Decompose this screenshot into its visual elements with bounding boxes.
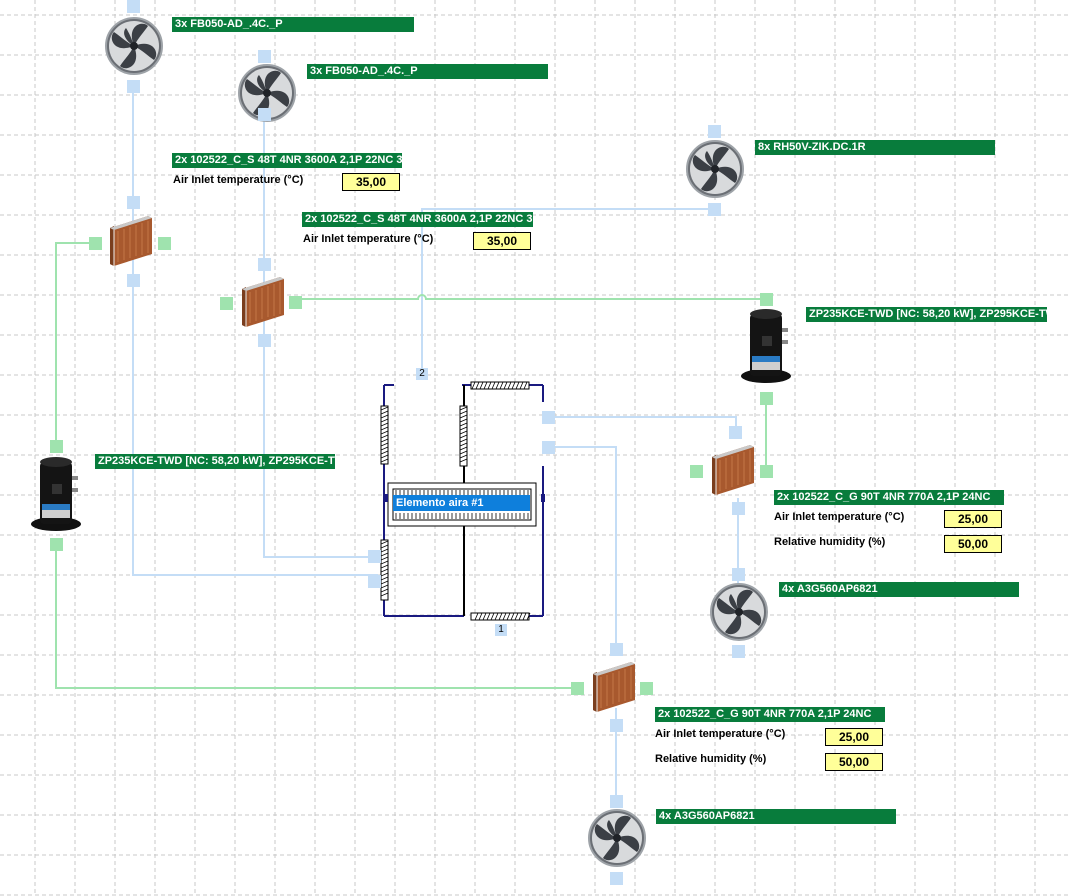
refrigerant-line <box>55 545 578 689</box>
ahu-air-outlet-port[interactable] <box>542 441 555 454</box>
coil-2-air-outlet-port[interactable] <box>258 334 271 347</box>
axial-fan-icon[interactable] <box>709 582 769 642</box>
coil-3-refrigerant-out-port[interactable] <box>760 465 773 478</box>
coil-2-label[interactable]: 2x 102522_C_S 48T 4NR 3600A 2,1P 22NC 30 <box>302 212 533 227</box>
air-line <box>548 416 737 432</box>
comp-2-suction-port[interactable] <box>760 293 773 306</box>
fan-1-outlet-port[interactable] <box>127 80 140 93</box>
ahu-air-inlet-port[interactable] <box>368 550 381 563</box>
coil-4-refrigerant-out-port[interactable] <box>640 682 653 695</box>
fan-3-label[interactable]: 8x RH50V-ZIK.DC.1R <box>755 140 995 155</box>
fan-4-label[interactable]: 4x A3G560AP6821 <box>779 582 1019 597</box>
ahu-port-2[interactable]: 2 <box>416 368 428 380</box>
fan-5-inlet-port[interactable] <box>610 795 623 808</box>
coil-3-prop-name: Air Inlet temperature (°C) <box>774 511 905 523</box>
coil-1-air-inlet-port[interactable] <box>127 196 140 209</box>
fan-1-inlet-port[interactable] <box>127 0 140 13</box>
fan-3-outlet-port[interactable] <box>708 203 721 216</box>
ahu-port-1[interactable]: 1 <box>495 624 507 636</box>
coil-2-prop-name: Air Inlet temperature (°C) <box>303 233 434 245</box>
coil-3-label[interactable]: 2x 102522_C_G 90T 4NR 770A 2,1P 24NC <box>774 490 1004 505</box>
coil-1-air-outlet-port[interactable] <box>127 274 140 287</box>
coil-2-air-inlet-port[interactable] <box>258 258 271 271</box>
axial-fan-icon[interactable] <box>587 808 647 868</box>
coil-2-refrigerant-out-port[interactable] <box>289 296 302 309</box>
fan-2-outlet-port[interactable] <box>258 108 271 121</box>
air-line <box>548 446 617 648</box>
refrigerant-line <box>55 242 94 446</box>
air-line <box>421 208 714 374</box>
fan-2-inlet-port[interactable] <box>258 50 271 63</box>
heat-exchanger-coil-icon[interactable] <box>587 660 639 714</box>
coil-4-prop-name: Relative humidity (%) <box>655 753 767 765</box>
heat-exchanger-coil-icon[interactable] <box>706 443 758 497</box>
fan-5-outlet-port[interactable] <box>610 872 623 885</box>
coil-3-air-inlet-port[interactable] <box>729 426 742 439</box>
fan-4-outlet-port[interactable] <box>732 645 745 658</box>
coil-4-refrigerant-in-port[interactable] <box>571 682 584 695</box>
comp-1-suction-port[interactable] <box>50 440 63 453</box>
coil-2-air-inlet-temp-field[interactable]: 35,00 <box>473 232 531 250</box>
coil-2-refrigerant-in-port[interactable] <box>220 297 233 310</box>
coil-4-air-inlet-temp-field[interactable]: 25,00 <box>825 728 883 746</box>
coil-3-air-inlet-temp-field[interactable]: 25,00 <box>944 510 1002 528</box>
ahu-element-title[interactable]: Elemento aira #1 <box>393 495 530 511</box>
comp-1-discharge-port[interactable] <box>50 538 63 551</box>
fan-4-inlet-port[interactable] <box>732 568 745 581</box>
comp-2-label[interactable]: ZP235KCE-TWD [NC: 58,20 kW], ZP295KCE-TW <box>806 307 1047 322</box>
scroll-compressor-icon[interactable] <box>738 306 794 386</box>
heat-exchanger-coil-icon[interactable] <box>236 275 288 329</box>
coil-4-prop-name: Air Inlet temperature (°C) <box>655 728 786 740</box>
coil-3-humidity-field[interactable]: 50,00 <box>944 535 1002 553</box>
fan-2-label[interactable]: 3x FB050-AD_.4C._P <box>307 64 548 79</box>
refrigerant-line <box>296 294 766 300</box>
fan-5-label[interactable]: 4x A3G560AP6821 <box>656 809 896 824</box>
comp-2-discharge-port[interactable] <box>760 392 773 405</box>
axial-fan-icon[interactable] <box>685 139 745 199</box>
coil-3-prop-name: Relative humidity (%) <box>774 536 886 548</box>
coil-1-refrigerant-in-port[interactable] <box>89 237 102 250</box>
coil-1-prop-name: Air Inlet temperature (°C) <box>173 174 304 186</box>
coil-4-air-outlet-port[interactable] <box>610 719 623 732</box>
coil-3-air-outlet-port[interactable] <box>732 502 745 515</box>
scroll-compressor-icon[interactable] <box>28 454 84 534</box>
fan-1-label[interactable]: 3x FB050-AD_.4C._P <box>172 17 414 32</box>
ahu-air-outlet-port[interactable] <box>542 411 555 424</box>
heat-exchanger-coil-icon[interactable] <box>104 214 156 268</box>
ahu-air-inlet-port[interactable] <box>368 575 381 588</box>
coil-4-label[interactable]: 2x 102522_C_G 90T 4NR 770A 2,1P 24NC <box>655 707 885 722</box>
coil-3-refrigerant-in-port[interactable] <box>690 465 703 478</box>
fan-3-inlet-port[interactable] <box>708 125 721 138</box>
coil-1-label[interactable]: 2x 102522_C_S 48T 4NR 3600A 2,1P 22NC 30 <box>172 153 402 168</box>
comp-1-label[interactable]: ZP235KCE-TWD [NC: 58,20 kW], ZP295KCE-TW <box>95 454 335 469</box>
axial-fan-icon[interactable] <box>104 16 164 76</box>
coil-4-humidity-field[interactable]: 50,00 <box>825 753 883 771</box>
coil-1-refrigerant-out-port[interactable] <box>158 237 171 250</box>
coil-1-air-inlet-temp-field[interactable]: 35,00 <box>342 173 400 191</box>
coil-4-air-inlet-port[interactable] <box>610 643 623 656</box>
